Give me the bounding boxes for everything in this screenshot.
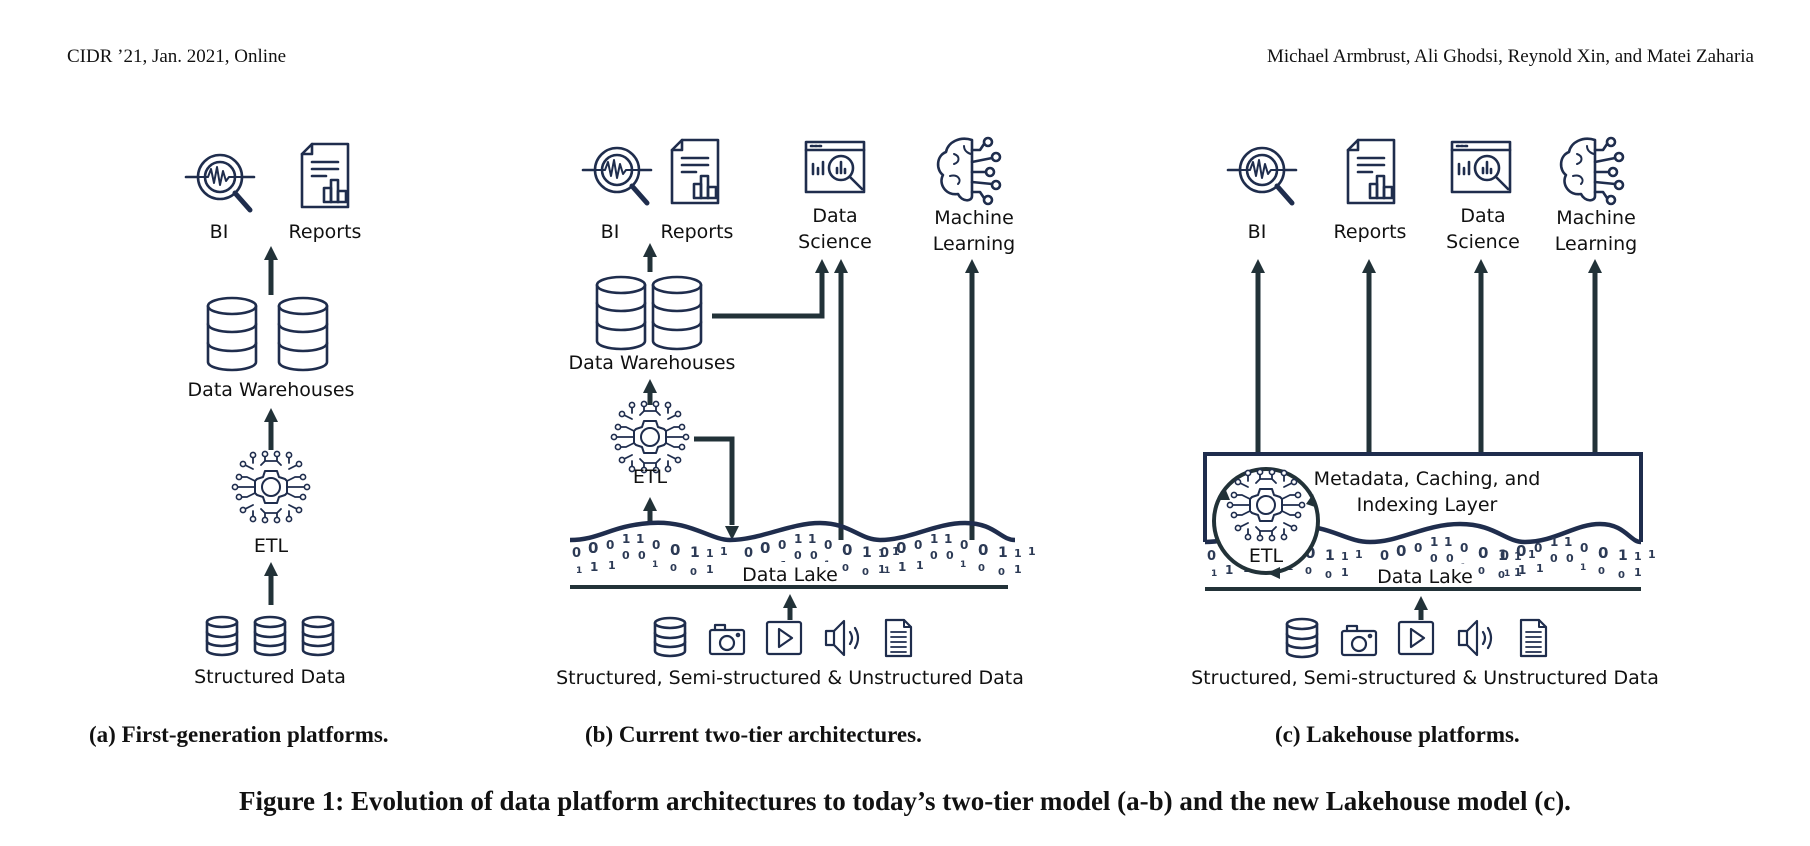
camera-icon bbox=[708, 623, 746, 656]
data-lake: Data Lake bbox=[569, 520, 1036, 589]
etl-icon bbox=[231, 450, 311, 524]
subcaption-a: (a) First-generation platforms. bbox=[89, 722, 389, 747]
label-data-lake: Data Lake bbox=[742, 564, 838, 586]
arrow-layer-to-bi bbox=[1251, 259, 1265, 455]
label-data-lake: Data Lake bbox=[1377, 566, 1473, 588]
document-icon bbox=[884, 618, 913, 658]
label-structured-data: Structured Data bbox=[194, 666, 346, 688]
document-icon bbox=[1519, 618, 1548, 658]
label-layer-1: Metadata, Caching, and bbox=[1314, 468, 1541, 490]
machine-learning-icon bbox=[1559, 136, 1625, 206]
bi-icon bbox=[583, 148, 651, 203]
video-play-icon bbox=[1397, 620, 1435, 656]
reports-icon bbox=[1346, 138, 1396, 205]
structured-data-icon bbox=[253, 615, 287, 657]
arrow-lake-to-machine-learning bbox=[965, 259, 979, 540]
arrow-lake-to-data-science bbox=[834, 259, 848, 540]
panel-c: BI Reports Data Science Machine Learning… bbox=[1191, 136, 1659, 689]
warehouse-icon bbox=[651, 275, 703, 351]
arrow-warehouse-to-bi bbox=[264, 246, 278, 295]
label-machine-learning-2: Learning bbox=[1555, 233, 1638, 255]
arrow-layer-to-machine-learning bbox=[1588, 259, 1602, 455]
label-data-warehouses: Data Warehouses bbox=[188, 379, 355, 401]
panel-a: BI Reports Data Warehouses ETL Structure… bbox=[186, 142, 362, 688]
label-data-science-1: Data bbox=[1460, 205, 1505, 227]
label-bi: BI bbox=[210, 221, 229, 243]
label-reports: Reports bbox=[289, 221, 362, 243]
data-lake: Data Lake bbox=[1205, 535, 1656, 591]
label-sources: Structured, Semi-structured & Unstructur… bbox=[1191, 667, 1659, 689]
panel-b: BI Reports Data Science Machine Learning… bbox=[556, 136, 1036, 689]
arrow-warehouse-to-data-science bbox=[712, 259, 829, 319]
bi-icon bbox=[186, 155, 254, 210]
label-sources: Structured, Semi-structured & Unstructur… bbox=[556, 667, 1024, 689]
database-icon bbox=[1285, 617, 1319, 659]
figure-caption: Figure 1: Evolution of data platform arc… bbox=[239, 786, 1571, 816]
arrow-etl-to-warehouse bbox=[264, 408, 278, 450]
warehouse-icon bbox=[595, 275, 647, 351]
speaker-icon bbox=[1457, 619, 1493, 657]
database-icon bbox=[653, 616, 687, 658]
label-data-science-1: Data bbox=[812, 205, 857, 227]
subcaption-c: (c) Lakehouse platforms. bbox=[1275, 722, 1520, 747]
running-header-venue: CIDR ’21, Jan. 2021, Online bbox=[67, 46, 287, 67]
label-data-warehouses: Data Warehouses bbox=[569, 352, 736, 374]
bi-icon bbox=[1228, 148, 1296, 203]
video-play-icon bbox=[765, 620, 803, 656]
etl-cycle: ETL bbox=[1212, 467, 1320, 579]
arrow-warehouse-to-reports bbox=[643, 243, 657, 272]
label-data-science-2: Science bbox=[1446, 231, 1520, 253]
arrow-layer-to-reports bbox=[1362, 259, 1376, 455]
label-reports: Reports bbox=[1334, 221, 1407, 243]
structured-data-icon bbox=[301, 615, 335, 657]
label-machine-learning-2: Learning bbox=[933, 233, 1016, 255]
arrow-sources-to-etl bbox=[264, 562, 278, 605]
arrow-etl-to-lake bbox=[694, 436, 739, 540]
label-machine-learning-1: Machine bbox=[1556, 207, 1636, 229]
arrow-sources-to-lake bbox=[1414, 596, 1428, 620]
data-science-icon bbox=[804, 140, 866, 194]
warehouse-icon bbox=[206, 296, 258, 372]
etl-icon bbox=[610, 400, 690, 474]
label-machine-learning-1: Machine bbox=[934, 207, 1014, 229]
data-science-icon bbox=[1450, 140, 1512, 194]
label-layer-2: Indexing Layer bbox=[1357, 494, 1498, 516]
machine-learning-icon bbox=[936, 136, 1002, 206]
label-reports: Reports bbox=[661, 221, 734, 243]
reports-icon bbox=[300, 142, 350, 209]
label-bi: BI bbox=[601, 221, 620, 243]
subcaption-b: (b) Current two-tier architectures. bbox=[585, 722, 922, 747]
label-etl: ETL bbox=[633, 466, 668, 488]
reports-icon bbox=[670, 138, 720, 205]
label-etl: ETL bbox=[1249, 545, 1284, 567]
label-bi: BI bbox=[1248, 221, 1267, 243]
arrow-layer-to-data-science bbox=[1474, 259, 1488, 455]
running-header-authors: Michael Armbrust, Ali Ghodsi, Reynold Xi… bbox=[1266, 46, 1754, 67]
speaker-icon bbox=[824, 619, 860, 657]
warehouse-icon bbox=[277, 296, 329, 372]
label-data-science-2: Science bbox=[798, 231, 872, 253]
arrow-etl-to-warehouse bbox=[643, 379, 657, 405]
structured-data-icon bbox=[205, 615, 239, 657]
label-etl: ETL bbox=[254, 535, 289, 557]
arrow-sources-to-lake bbox=[783, 594, 797, 620]
camera-icon bbox=[1340, 624, 1378, 657]
